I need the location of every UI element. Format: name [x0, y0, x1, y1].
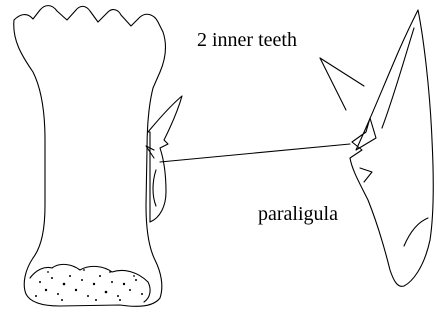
paraligula-label: paraligula: [258, 204, 338, 224]
inner-teeth-label: 2 inner teeth: [197, 30, 297, 50]
ligula-outline: [14, 6, 166, 307]
stipple-texture: [35, 269, 143, 301]
leader-paraligula: [160, 144, 350, 162]
ligula-base-texture-outline: [30, 264, 150, 302]
paraligula-small: [148, 96, 182, 222]
paraligula-large: [350, 10, 433, 286]
